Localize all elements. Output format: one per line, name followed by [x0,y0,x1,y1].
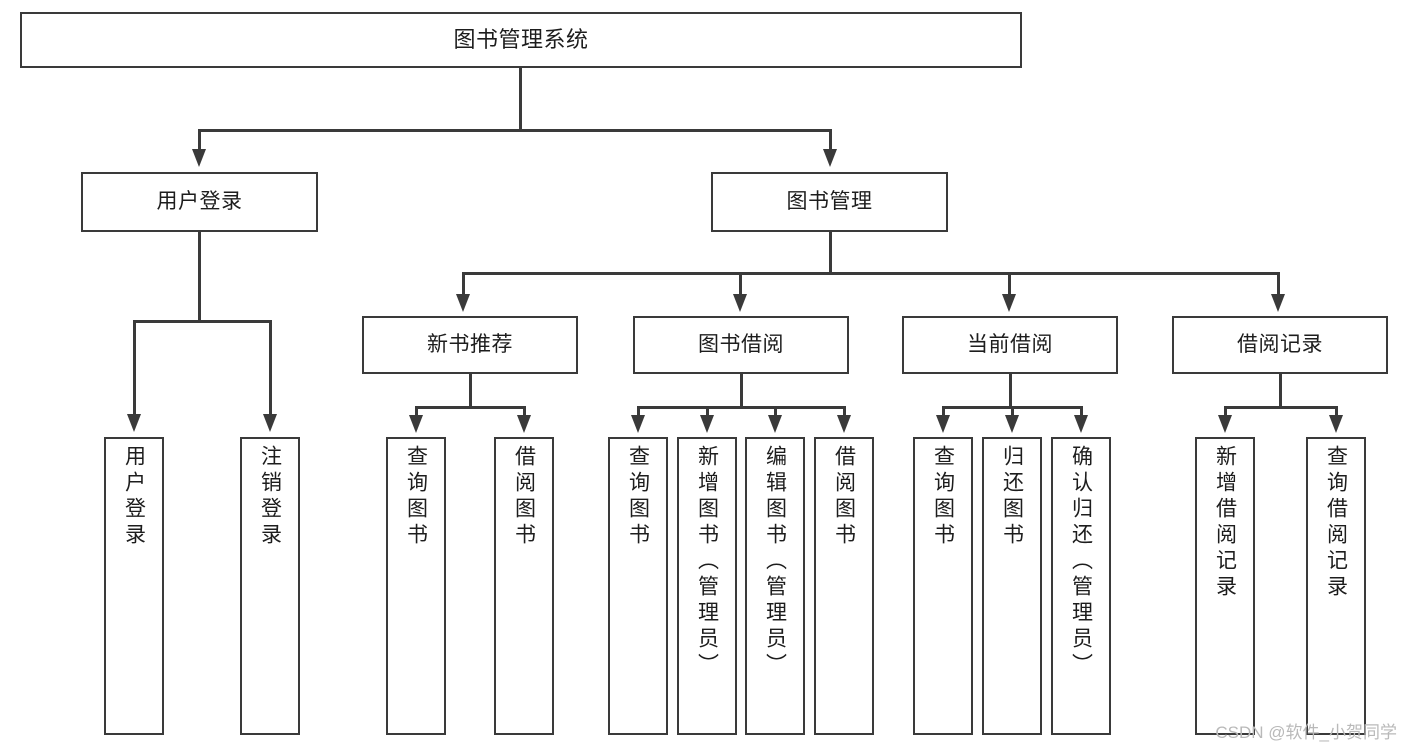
leaf-borrow-borrow-book[interactable]: 借阅图书 [814,437,874,735]
edge-new-book-bus [415,406,525,409]
node-root-system[interactable]: 图书管理系统 [20,12,1022,68]
node-label: 新书推荐 [427,332,513,356]
node-label: 查询借阅记录 [1324,445,1348,601]
node-label: 查询图书 [931,445,955,549]
node-label: 新增借阅记录 [1213,445,1237,601]
leaf-logout[interactable]: 注销登录 [240,437,300,735]
leaf-borrow-edit-book[interactable]: 编辑图书（管理员） [745,437,805,735]
arrowhead-new-book [456,294,470,312]
leaf-record-add[interactable]: 新增借阅记录 [1195,437,1255,735]
arrowhead-current-borrow-leaf-2 [1005,415,1019,433]
node-user-login[interactable]: 用户登录 [81,172,318,232]
leaf-current-return-book[interactable]: 归还图书 [982,437,1042,735]
node-label: 借阅图书 [512,445,536,549]
edge-bus-to-current-borrow [1008,272,1011,296]
arrowhead-book-borrow-leaf-1 [631,415,645,433]
arrowhead-user-login-leaf-1 [127,414,141,432]
edge-root-bus [198,129,832,132]
arrowhead-borrow-record [1271,294,1285,312]
edge-bus-to-new-book [462,272,465,296]
node-current-borrow[interactable]: 当前借阅 [902,316,1118,374]
arrowhead-borrow-record-leaf-1 [1218,415,1232,433]
node-label: 图书管理系统 [453,27,589,53]
node-borrow-record[interactable]: 借阅记录 [1172,316,1388,374]
arrowhead-borrow-record-leaf-2 [1329,415,1343,433]
arrowhead-book-borrow-leaf-2 [700,415,714,433]
edge-bus-to-borrow-record [1277,272,1280,296]
node-label: 编辑图书（管理员） [763,445,787,679]
edge-book-manage-stem [829,232,832,274]
node-label: 借阅图书 [832,445,856,549]
edge-book-borrow-to-leaf-2 [706,406,709,418]
edge-new-book-stem [469,374,472,408]
leaf-borrow-add-book[interactable]: 新增图书（管理员） [677,437,737,735]
arrowhead-book-borrow [733,294,747,312]
arrowhead-user-login [192,149,206,167]
arrowhead-new-book-leaf-1 [409,415,423,433]
edge-root-to-book-manage [829,129,832,151]
edge-current-borrow-to-leaf-3 [1080,406,1083,418]
node-label: 新增图书（管理员） [695,445,719,679]
arrowhead-book-manage [823,149,837,167]
node-label: 查询图书 [404,445,428,549]
edge-book-borrow-to-leaf-1 [637,406,640,418]
arrowhead-current-borrow-leaf-1 [936,415,950,433]
arrowhead-new-book-leaf-2 [517,415,531,433]
edge-new-book-to-leaf-1 [415,406,418,418]
node-label: 确认归还（管理员） [1069,445,1093,679]
edge-user-login-to-leaf-2 [269,320,272,416]
edge-current-borrow-to-leaf-2 [1011,406,1014,418]
edge-current-borrow-to-leaf-1 [942,406,945,418]
node-label: 用户登录 [156,189,243,213]
edge-level3-bus [462,272,1280,275]
node-new-book-recommend[interactable]: 新书推荐 [362,316,578,374]
node-book-management[interactable]: 图书管理 [711,172,948,232]
edge-new-book-to-leaf-2 [523,406,526,418]
leaf-borrow-query-book[interactable]: 查询图书 [608,437,668,735]
edge-user-login-bus [133,320,271,323]
edge-borrow-record-to-leaf-1 [1224,406,1227,418]
leaf-recommend-borrow-book[interactable]: 借阅图书 [494,437,554,735]
arrowhead-book-borrow-leaf-3 [768,415,782,433]
node-label: 查询图书 [626,445,650,549]
edge-borrow-record-stem [1279,374,1282,408]
leaf-recommend-query-book[interactable]: 查询图书 [386,437,446,735]
node-label: 用户登录 [122,445,146,549]
node-label: 图书借阅 [698,332,784,356]
edge-current-borrow-stem [1009,374,1012,408]
arrowhead-current-borrow-leaf-3 [1074,415,1088,433]
edge-root-to-user-login [198,129,201,151]
node-label: 注销登录 [258,445,282,549]
edge-book-borrow-to-leaf-4 [843,406,846,418]
node-book-borrow[interactable]: 图书借阅 [633,316,849,374]
node-label: 借阅记录 [1237,332,1323,356]
edge-user-login-stem [198,232,201,322]
edge-book-borrow-stem [740,374,743,408]
leaf-record-query[interactable]: 查询借阅记录 [1306,437,1366,735]
leaf-current-confirm-return[interactable]: 确认归还（管理员） [1051,437,1111,735]
edge-root-stem [519,68,522,130]
node-label: 归还图书 [1000,445,1024,549]
arrowhead-current-borrow [1002,294,1016,312]
edge-borrow-record-to-leaf-2 [1335,406,1338,418]
arrowhead-book-borrow-leaf-4 [837,415,851,433]
edge-borrow-record-bus [1224,406,1337,409]
edge-bus-to-book-borrow [739,272,742,296]
leaf-user-login[interactable]: 用户登录 [104,437,164,735]
edge-user-login-to-leaf-1 [133,320,136,416]
leaf-current-query-book[interactable]: 查询图书 [913,437,973,735]
edge-book-borrow-to-leaf-3 [774,406,777,418]
node-label: 当前借阅 [967,332,1053,356]
edge-book-borrow-bus [637,406,845,409]
node-label: 图书管理 [786,189,873,213]
arrowhead-user-login-leaf-2 [263,414,277,432]
